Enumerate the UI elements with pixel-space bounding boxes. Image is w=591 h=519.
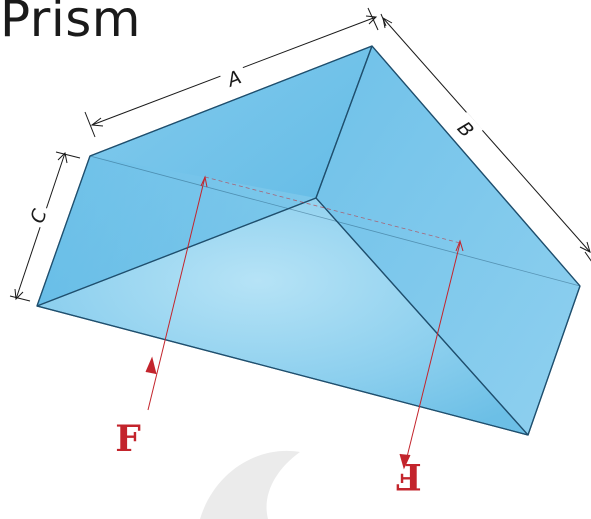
page-title: Prism xyxy=(0,0,141,48)
watermark-swoosh xyxy=(200,450,300,519)
dimension-b-label-bg xyxy=(449,112,483,146)
force-arrow-left xyxy=(145,175,208,411)
force-label-right: F xyxy=(396,455,422,497)
dimension-a-label-bg xyxy=(218,62,250,94)
dimension-c-label-bg xyxy=(23,202,53,230)
internal-ray-path xyxy=(204,176,461,244)
prism-end-face xyxy=(37,156,316,306)
hidden-edge-back xyxy=(89,155,581,287)
force-label-left: F xyxy=(115,418,141,460)
prism-edges xyxy=(36,45,581,436)
force-arrow-right xyxy=(399,239,464,470)
